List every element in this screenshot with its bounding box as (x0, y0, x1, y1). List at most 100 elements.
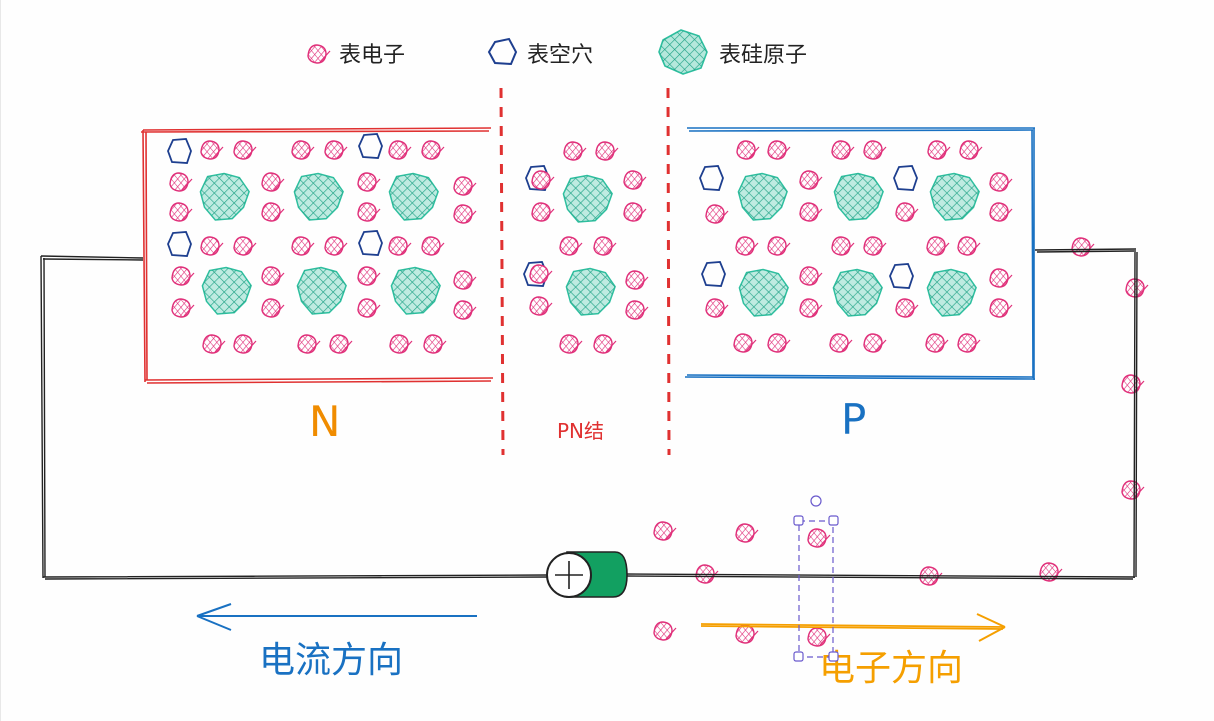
legend-electron-icon (307, 44, 331, 64)
resize-handle-top-left[interactable] (793, 515, 804, 526)
electron-icon (653, 521, 677, 541)
electron-icon (307, 44, 331, 64)
electron-icon (705, 204, 729, 224)
battery (546, 551, 628, 598)
holes-layer (167, 133, 918, 289)
electron-icon (767, 333, 791, 353)
circuit-wire (40, 248, 1138, 580)
electron-icon (593, 236, 617, 256)
silicon-atom-icon (832, 268, 883, 317)
p-region-label: P (841, 395, 866, 444)
electron-icon (389, 334, 413, 354)
electron-icon (297, 334, 321, 354)
electron-icon (261, 202, 285, 222)
electron-icon (329, 334, 353, 354)
hole-icon (358, 133, 383, 159)
electron-icon (957, 333, 981, 353)
electron-icon (324, 140, 348, 160)
selection-box[interactable] (793, 495, 839, 662)
electron-icon (863, 236, 887, 256)
electron-icon (623, 202, 647, 222)
electron-icon (959, 140, 983, 160)
electron-icon (653, 621, 677, 641)
electron-icon (453, 176, 477, 196)
resize-handle-bottom-left[interactable] (793, 651, 804, 662)
legend-atom-label: 表硅原子 (719, 43, 807, 68)
electron-icon (925, 333, 949, 353)
electron-icon (421, 236, 445, 256)
electron-icon (1121, 374, 1145, 394)
silicon-atom-icon (562, 174, 613, 223)
electron-icon (705, 298, 729, 318)
electron-icon (291, 140, 315, 160)
electron-icon (767, 236, 791, 256)
electron-icon (595, 141, 619, 161)
electron-icon (357, 266, 381, 286)
electron-icon (171, 298, 195, 318)
electron-icon (453, 300, 477, 320)
p-region (684, 127, 1036, 380)
n-region-label: N (309, 397, 340, 446)
electron-icon (1071, 237, 1095, 257)
electron-icon (421, 140, 445, 160)
electron-icon (169, 172, 193, 192)
silicon-atom-icon (926, 268, 977, 317)
electron-icon (767, 140, 791, 160)
electron-icon (735, 523, 759, 543)
electron-icon (989, 172, 1013, 192)
electron-icon (807, 627, 831, 647)
silicon-atoms (199, 172, 980, 317)
hole-icon (699, 165, 724, 191)
current-direction-label: 电流方向 (259, 640, 403, 681)
resize-handle-top-right[interactable] (828, 515, 839, 526)
electron-icon (829, 333, 853, 353)
silicon-atom-icon (293, 172, 344, 221)
electron-icon (357, 172, 381, 192)
electron-icon (863, 333, 887, 353)
electron-icon (171, 266, 195, 286)
electron-icon (625, 300, 649, 320)
resize-handle-bottom-right[interactable] (828, 651, 839, 662)
electron-icon (799, 298, 823, 318)
junction-right-boundary (666, 87, 671, 456)
electron-icon (200, 140, 224, 160)
electron-icon (735, 624, 759, 644)
electron-icon (529, 264, 553, 284)
electron-icon (736, 140, 760, 160)
electron-icon (453, 270, 477, 290)
electron-icon (625, 270, 649, 290)
hole-icon (523, 261, 548, 287)
electron-icon (807, 528, 831, 548)
silicon-atom-icon (199, 172, 250, 221)
electron-direction-arrow (700, 613, 1006, 642)
silicon-atom-icon (201, 266, 252, 315)
electron-icon (623, 170, 647, 190)
electron-icon (531, 170, 555, 190)
electron-icon (559, 334, 583, 354)
electron-icon (735, 236, 759, 256)
hole-icon (167, 138, 192, 164)
electron-icon (169, 202, 193, 222)
electron-icon (799, 170, 823, 190)
hole-icon (525, 165, 550, 191)
electron-icon (799, 202, 823, 222)
silicon-atom-icon (388, 172, 439, 221)
electron-icon (291, 236, 315, 256)
electron-icon (261, 266, 285, 286)
electron-icon (388, 236, 412, 256)
electron-icon (926, 236, 950, 256)
electron-icon (200, 236, 224, 256)
electron-icon (261, 172, 285, 192)
silicon-atom-icon (390, 266, 441, 315)
silicon-atom-icon (296, 266, 347, 315)
electron-direction-label: 电子方向 (819, 648, 963, 689)
electron-icon (989, 298, 1013, 318)
hole-icon (701, 261, 726, 287)
electron-icon (388, 140, 412, 160)
hole-icon (358, 230, 383, 256)
electron-icon (957, 236, 981, 256)
electron-icon (831, 140, 855, 160)
electron-icon (423, 334, 447, 354)
electron-icon (895, 298, 919, 318)
